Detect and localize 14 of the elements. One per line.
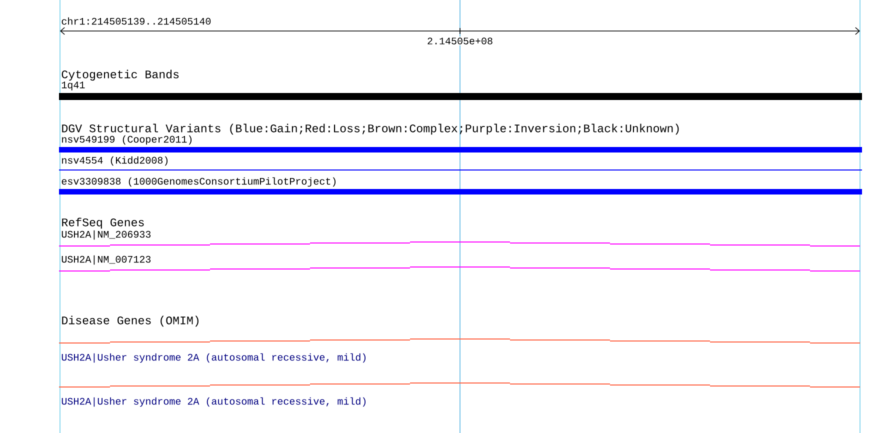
axis-label: chr1:214505139..214505140 <box>62 17 211 25</box>
feature-label: nsv549199 (Cooper2011) <box>62 135 192 145</box>
disease-label: USH2A|Usher syndrome 2A (autosomal recessive, mild) <box>62 397 366 407</box>
tick-label: 2.14505e+08 <box>426 36 494 46</box>
track-heading: Disease Genes (OMIM) <box>62 316 198 327</box>
feature-label: USH2A|NM_007123 <box>62 255 151 265</box>
disease-label: USH2A|Usher syndrome 2A (autosomal recessive, mild) <box>62 353 366 363</box>
track-heading: RefSeq Genes <box>62 218 144 229</box>
feature-label: 1q41 <box>62 82 85 90</box>
feature-label: USH2A|NM_206933 <box>62 230 151 240</box>
feature-label: nsv4554 (Kidd2008) <box>62 156 168 166</box>
track-heading: DGV Structural Variants (Blue:Gain;Red:Loss;Brown:Complex;Purple:Inversion;Black:Unknown) <box>62 124 679 135</box>
feature-label: esv3309838 (1000GenomesConsortiumPilotProject) <box>62 177 336 187</box>
track-heading: Cytogenetic Bands <box>62 70 179 81</box>
